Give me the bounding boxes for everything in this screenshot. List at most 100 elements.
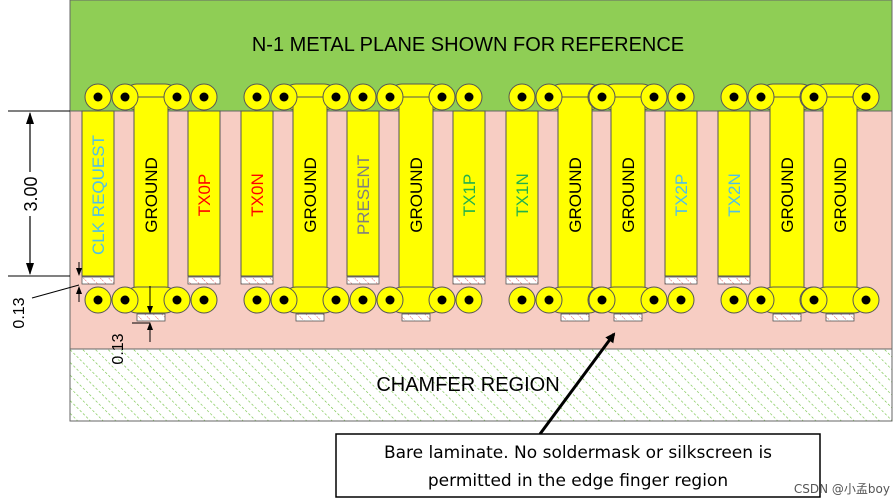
via-hole bbox=[649, 92, 659, 102]
metal-plane-title: N-1 METAL PLANE SHOWN FOR REFERENCE bbox=[252, 34, 684, 56]
via-hole bbox=[252, 92, 262, 102]
via-hole bbox=[385, 295, 395, 305]
finger-label: GROUND bbox=[142, 157, 161, 233]
finger-laminate-strip bbox=[346, 276, 380, 285]
finger-laminate-strip bbox=[295, 313, 325, 322]
finger-body bbox=[505, 110, 539, 277]
via-hole bbox=[252, 295, 262, 305]
finger-laminate-strip bbox=[772, 313, 802, 322]
finger-6: PRESENT bbox=[346, 83, 380, 314]
finger-label: PRESENT bbox=[354, 155, 373, 235]
finger-label: TX0N bbox=[248, 173, 267, 216]
via-hole bbox=[597, 295, 607, 305]
note-box bbox=[335, 433, 821, 498]
finger-laminate-strip bbox=[717, 276, 751, 285]
fingers-layer: CLK REQUEST GROUND TX0P TX0N GROUND PRESENT GR… bbox=[81, 83, 880, 322]
finger-label: GROUND bbox=[407, 157, 426, 233]
via-hole bbox=[120, 92, 130, 102]
via-hole bbox=[93, 295, 103, 305]
finger-label: TX0P bbox=[195, 174, 214, 217]
finger-12: TX2P bbox=[664, 83, 698, 314]
callout-arrow bbox=[538, 332, 616, 435]
finger-laminate-strip bbox=[240, 276, 274, 285]
note-line-1: Bare laminate. No soldermask or silkscre… bbox=[384, 443, 772, 463]
finger-laminate-strip bbox=[452, 276, 486, 285]
dimension-height-label: 3.00 bbox=[21, 176, 41, 211]
via-hole bbox=[649, 295, 659, 305]
finger-5: GROUND bbox=[270, 83, 350, 322]
finger-label: GROUND bbox=[619, 157, 638, 233]
chamfer-region-label: CHAMFER REGION bbox=[376, 374, 559, 396]
via-hole bbox=[172, 92, 182, 102]
finger-laminate-strip bbox=[825, 313, 855, 322]
via-hole bbox=[729, 295, 739, 305]
finger-body bbox=[81, 110, 115, 277]
via-hole bbox=[385, 92, 395, 102]
finger-label: TX1P bbox=[460, 174, 479, 217]
finger-laminate-strip bbox=[81, 276, 115, 285]
finger-3: TX0P bbox=[187, 83, 221, 314]
finger-13: TX2N bbox=[717, 83, 751, 314]
via-hole bbox=[199, 295, 209, 305]
finger-4: TX0N bbox=[240, 83, 274, 314]
finger-laminate-strip bbox=[401, 313, 431, 322]
note-line-2: permitted in the edge finger region bbox=[428, 471, 728, 491]
finger-laminate-strip bbox=[136, 313, 166, 322]
via-hole bbox=[172, 295, 182, 305]
via-hole bbox=[358, 295, 368, 305]
via-hole bbox=[729, 92, 739, 102]
chamfer-region bbox=[69, 348, 893, 422]
watermark: CSDN @小孟boy bbox=[794, 482, 890, 496]
finger-body bbox=[452, 110, 486, 277]
via-hole bbox=[437, 295, 447, 305]
via-hole bbox=[517, 295, 527, 305]
via-hole bbox=[464, 295, 474, 305]
finger-body bbox=[664, 110, 698, 277]
finger-body bbox=[769, 96, 805, 301]
finger-label: GROUND bbox=[301, 157, 320, 233]
dimension-height: 3.00 bbox=[8, 110, 70, 277]
finger-label: GROUND bbox=[566, 157, 585, 233]
finger-body bbox=[187, 110, 221, 277]
finger-8: TX1P bbox=[452, 83, 486, 314]
dimension-gap-left: 0.13 bbox=[11, 262, 82, 329]
via-hole bbox=[279, 295, 289, 305]
finger-15: GROUND bbox=[800, 83, 880, 322]
via-hole bbox=[676, 295, 686, 305]
finger-body bbox=[398, 96, 434, 301]
finger-7: GROUND bbox=[376, 83, 456, 322]
finger-body bbox=[557, 96, 593, 301]
via-hole bbox=[756, 295, 766, 305]
finger-9: TX1N bbox=[505, 83, 539, 314]
via-hole bbox=[544, 92, 554, 102]
finger-laminate-strip bbox=[187, 276, 221, 285]
finger-label: GROUND bbox=[831, 157, 850, 233]
dimension-gap-bottom: 0.13 bbox=[110, 286, 153, 365]
via-hole bbox=[861, 295, 871, 305]
via-hole bbox=[861, 92, 871, 102]
via-hole bbox=[597, 92, 607, 102]
finger-laminate-strip bbox=[560, 313, 590, 322]
finger-label: CLK REQUEST bbox=[89, 135, 108, 255]
via-hole bbox=[544, 295, 554, 305]
via-hole bbox=[358, 92, 368, 102]
via-hole bbox=[279, 92, 289, 102]
via-hole bbox=[331, 92, 341, 102]
finger-10: GROUND bbox=[535, 83, 615, 322]
finger-1: CLK REQUEST bbox=[81, 83, 115, 314]
finger-label: GROUND bbox=[778, 157, 797, 233]
dimension-gap-left-label: 0.13 bbox=[11, 297, 28, 328]
via-hole bbox=[756, 92, 766, 102]
finger-body bbox=[717, 110, 751, 277]
via-hole bbox=[331, 295, 341, 305]
via-hole bbox=[809, 295, 819, 305]
via-hole bbox=[517, 92, 527, 102]
finger-laminate-strip bbox=[505, 276, 539, 285]
via-hole bbox=[464, 92, 474, 102]
via-hole bbox=[676, 92, 686, 102]
finger-body bbox=[240, 110, 274, 277]
finger-label: TX2N bbox=[725, 173, 744, 216]
via-hole bbox=[93, 92, 103, 102]
finger-11: GROUND bbox=[588, 83, 668, 322]
